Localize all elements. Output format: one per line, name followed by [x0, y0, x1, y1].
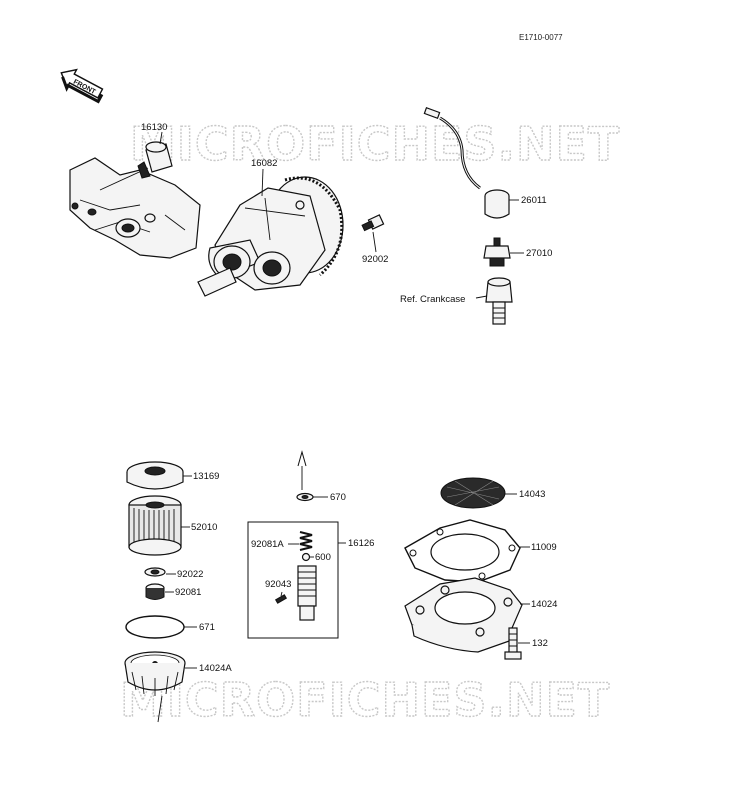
- label-13169: 13169: [193, 471, 219, 482]
- watermark-top: MICROFICHES.NET: [130, 117, 620, 171]
- arrow-head-top: [297, 450, 307, 467]
- label-14024A: 14024A: [199, 663, 232, 674]
- pin-92043: [274, 594, 288, 604]
- strainer-14043: [440, 477, 506, 509]
- crankcase-section: [69, 157, 201, 259]
- leader-92043: [280, 591, 283, 597]
- label-132: 132: [532, 638, 548, 649]
- oil-filter-52010: [128, 495, 182, 556]
- switch-lead-26011: [423, 107, 510, 219]
- label-670: 670: [330, 492, 346, 503]
- bolt-132: [504, 627, 522, 660]
- front-arrow-icon: FRONT: [60, 68, 104, 104]
- leader-92002: [372, 231, 377, 253]
- oil-pump-16082: [197, 176, 344, 297]
- label-92043: 92043: [265, 579, 291, 590]
- leader-16130: [159, 131, 163, 145]
- leader-16082: [261, 168, 264, 197]
- label-16130: 16130: [141, 122, 167, 133]
- label-671: 671: [199, 622, 215, 633]
- label-92081: 92081: [175, 587, 201, 598]
- diagram-code: E1710-0077: [519, 33, 563, 42]
- washer-92022: [144, 567, 166, 577]
- label-26011: 26011: [521, 195, 547, 206]
- label-ref-crankcase: Ref. Crankcase: [400, 294, 465, 305]
- relief-valve-box: [247, 521, 339, 639]
- spring-92081: [145, 583, 165, 600]
- watermark-bottom: MICROFICHES.NET: [120, 673, 610, 727]
- leader-ref-crankcase: [475, 295, 488, 299]
- washer-670: [296, 492, 314, 502]
- valve-body: [297, 565, 317, 621]
- label-11009: 11009: [531, 542, 557, 553]
- filter-cover-13169: [126, 461, 184, 490]
- strainer-cover-14024: [404, 577, 523, 653]
- label-27010: 27010: [526, 248, 552, 259]
- label-92022: 92022: [177, 569, 203, 580]
- spring-92081A: [299, 531, 313, 551]
- oil-pressure-switch-27010: [483, 237, 511, 267]
- label-14043: 14043: [519, 489, 545, 500]
- bolt-92002: [361, 214, 385, 232]
- arrow-line-bottom: [157, 695, 163, 723]
- ball-600: [301, 552, 311, 562]
- label-600: 600: [315, 552, 331, 563]
- label-16082: 16082: [251, 158, 277, 169]
- label-92002: 92002: [362, 254, 388, 265]
- gasket-11009: [404, 519, 521, 583]
- crankcase-fitting: [485, 277, 513, 325]
- oil-pipe-16130: [137, 141, 173, 179]
- label-52010: 52010: [191, 522, 217, 533]
- label-92081A: 92081A: [251, 539, 284, 550]
- o-ring-671: [125, 615, 185, 639]
- label-14024: 14024: [531, 599, 557, 610]
- label-16126: 16126: [348, 538, 374, 549]
- filter-cover-14024A: [124, 651, 186, 696]
